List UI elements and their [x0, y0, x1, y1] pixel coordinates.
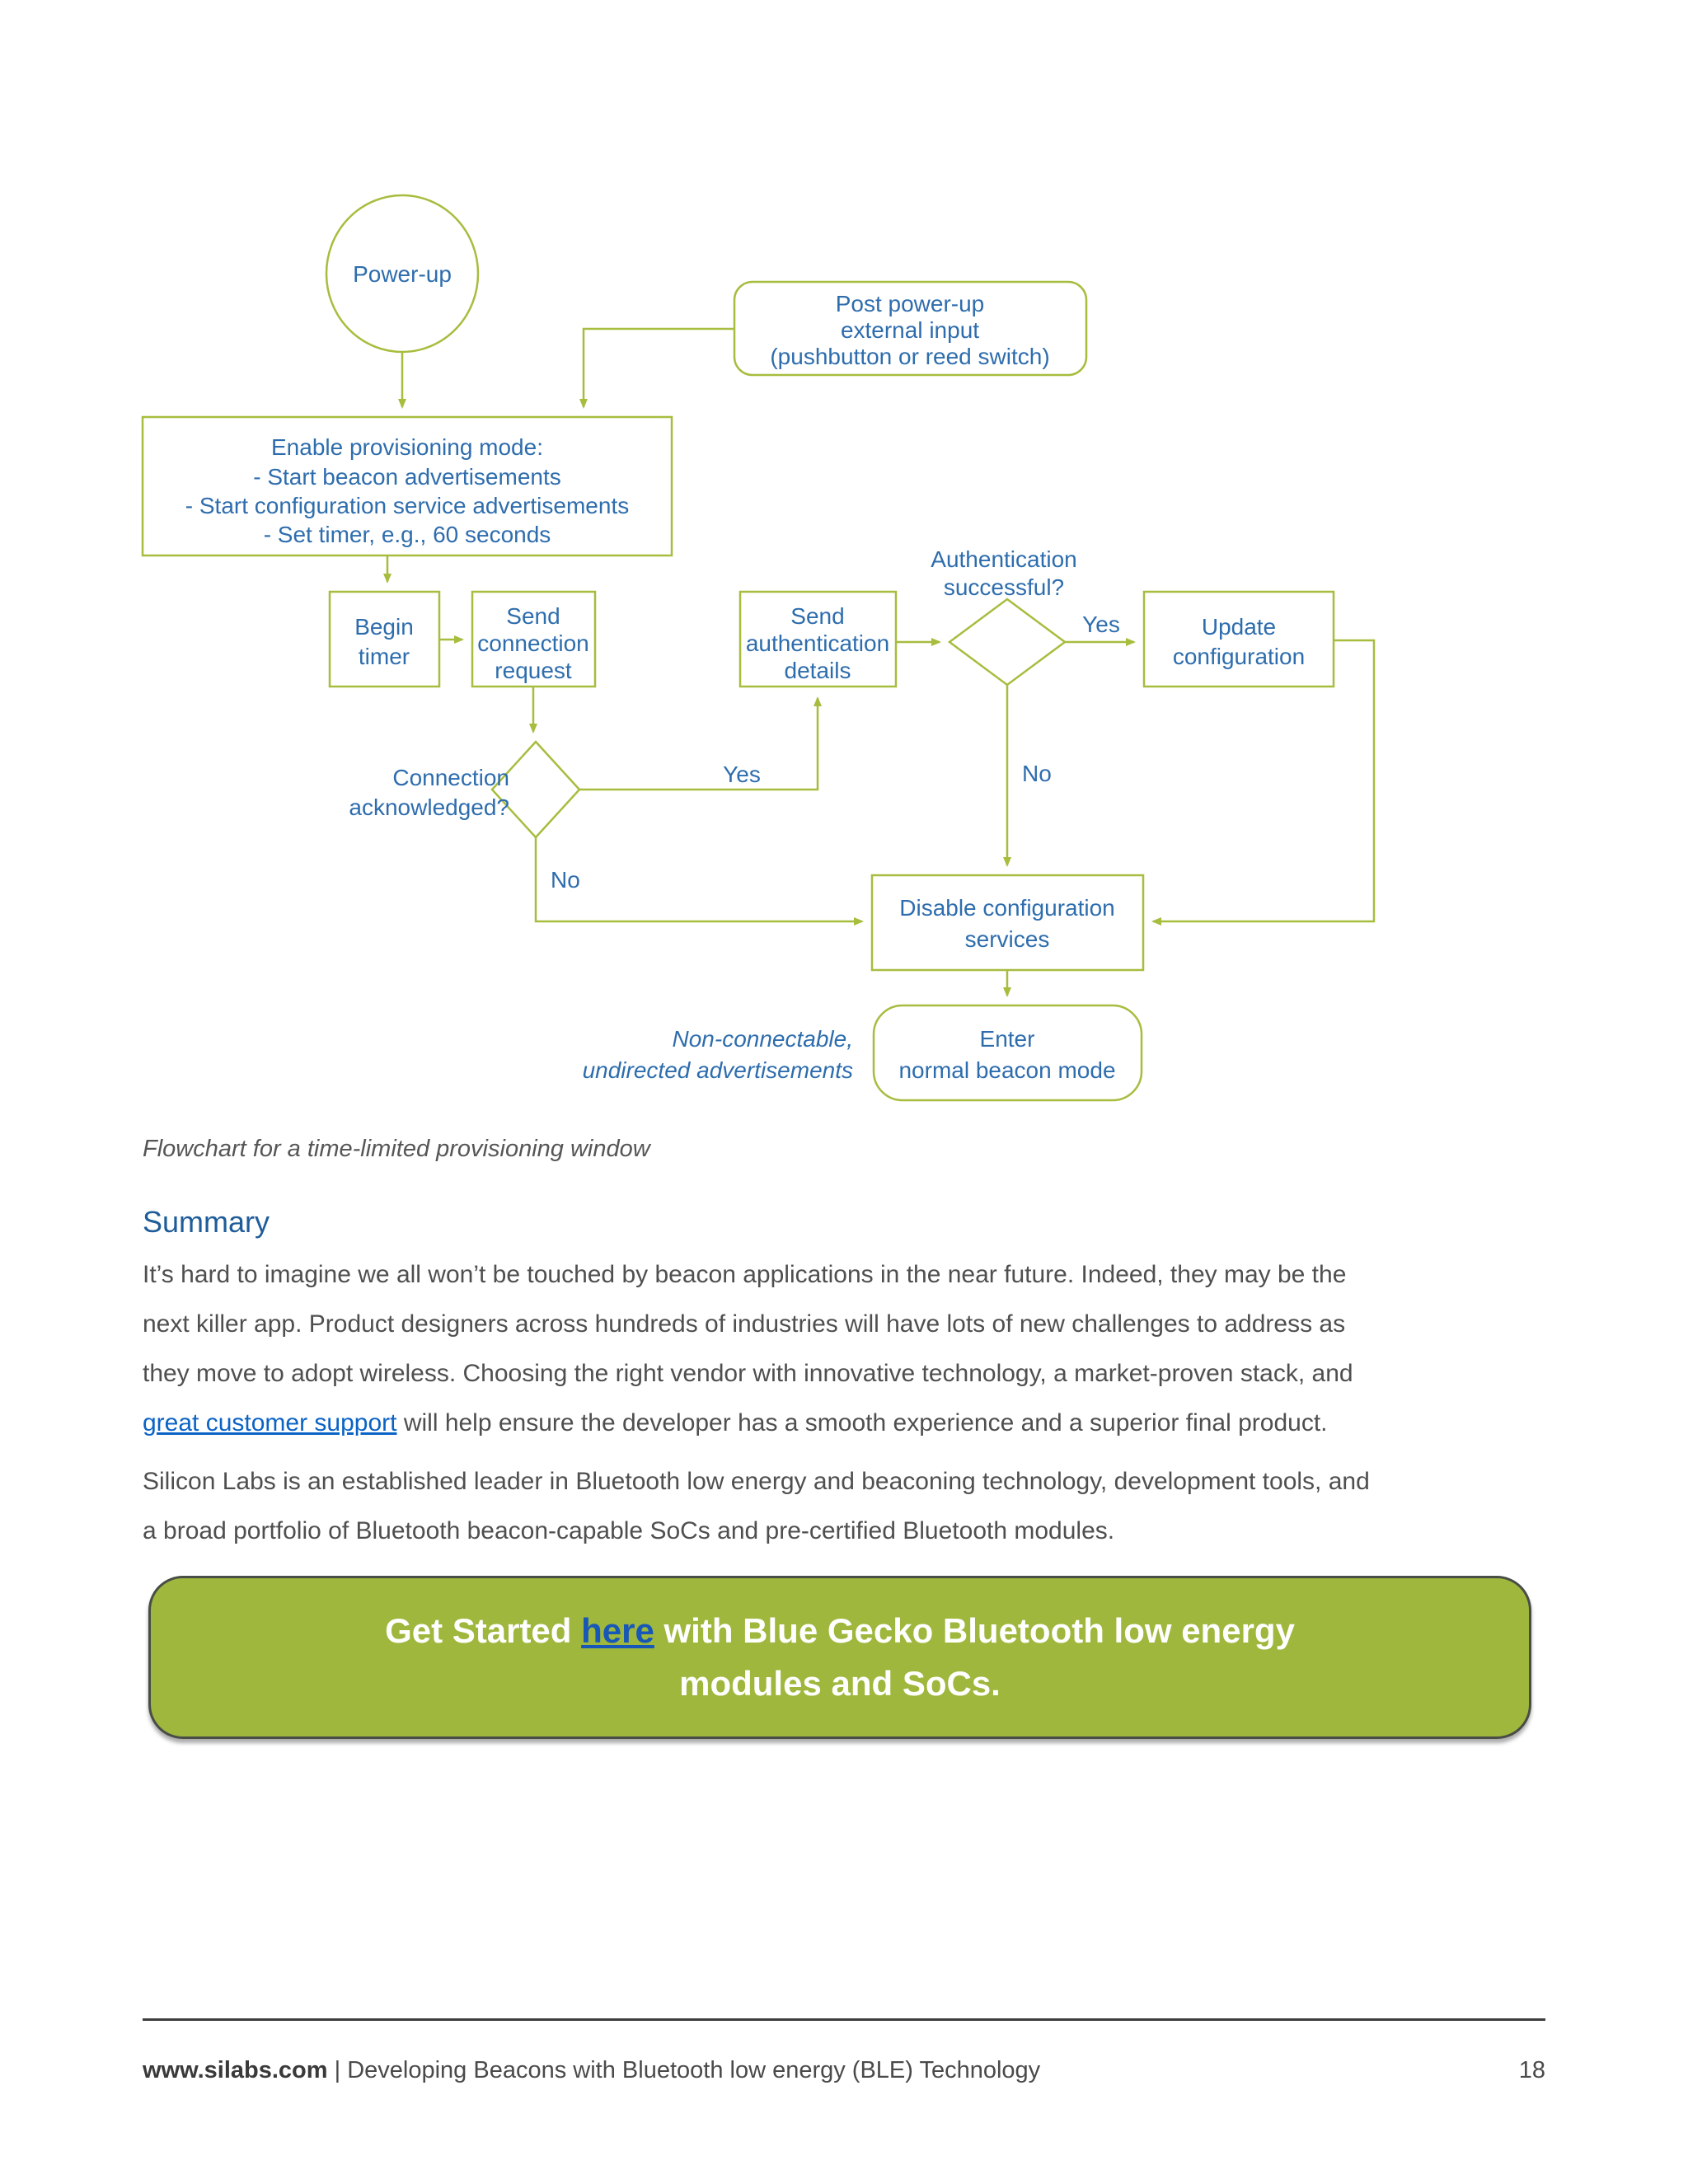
node-enable-line2: - Start beacon advertisements — [253, 464, 561, 490]
edge-conn-no-to-disable — [534, 837, 864, 926]
cta-text: Get Started here with Blue Gecko Bluetoo… — [385, 1605, 1295, 1710]
paragraph-line: they move to adopt wireless. Choosing th… — [143, 1360, 1353, 1387]
node-disable-line1: Disable configuration — [899, 895, 1115, 921]
node-enable-line3: - Start configuration service advertisem… — [185, 493, 629, 518]
node-send-authentication — [738, 590, 898, 688]
node-begin-timer-line1: Begin — [354, 614, 414, 640]
node-enable-provisioning — [141, 415, 673, 557]
footer-divider — [143, 2018, 1545, 2021]
decision-connection-acknowledged — [490, 740, 581, 839]
paragraph-line: a broad portfolio of Bluetooth beacon-ca… — [143, 1517, 1115, 1544]
node-send-connection — [471, 590, 597, 688]
node-post-power-up-line1: Post power-up — [836, 291, 985, 316]
summary-heading: Summary — [143, 1205, 270, 1239]
cta-line1-suffix: with Blue Gecko Bluetooth low energy — [654, 1611, 1295, 1650]
cta-banner: Get Started here with Blue Gecko Bluetoo… — [148, 1576, 1531, 1739]
edge-label-auth-yes: Yes — [1082, 612, 1120, 637]
cta-line1-prefix: Get Started — [385, 1611, 582, 1650]
node-update-line1: Update — [1202, 614, 1276, 640]
annotation-non-connectable-line1: Non-connectable, — [673, 1026, 853, 1052]
get-started-here-link[interactable]: here — [581, 1611, 654, 1650]
node-post-power-up — [733, 280, 1088, 377]
paragraph-line: Silicon Labs is an established leader in… — [143, 1468, 1370, 1495]
node-send-connection-line3: request — [495, 658, 572, 683]
provisioning-flowchart: Power-up Post power-up external input (p… — [141, 194, 1376, 1102]
footer: www.silabs.com | Developing Beacons with… — [143, 2057, 1545, 2084]
footer-site: www.silabs.com — [143, 2057, 328, 2083]
footer-page-number: 18 — [1518, 2057, 1545, 2083]
node-enter-line2: normal beacon mode — [898, 1057, 1115, 1083]
great-customer-support-link[interactable]: great customer support — [143, 1409, 397, 1436]
edge-postpowerup-to-enable — [579, 327, 734, 409]
node-post-power-up-line3: (pushbutton or reed switch) — [770, 344, 1049, 369]
decision-conn-label-line2: acknowledged? — [349, 794, 509, 820]
node-begin-timer — [328, 590, 441, 688]
paragraph-line-rest: will help ensure the developer has a smo… — [396, 1409, 1328, 1436]
node-send-authentication-line1: Send — [790, 603, 844, 629]
node-send-authentication-line2: authentication — [746, 630, 889, 656]
paragraph-line: great customer support will help ensure … — [143, 1399, 1577, 1448]
decision-auth-label-line1: Authentication — [931, 546, 1076, 572]
summary-paragraph-2: Silicon Labs is an established leader in… — [143, 1457, 1577, 1556]
edge-conn-yes-to-sendauth — [579, 696, 822, 791]
node-enable-line4: - Set timer, e.g., 60 seconds — [264, 522, 551, 547]
node-update-configuration — [1142, 590, 1335, 688]
node-send-connection-line2: connection — [477, 630, 588, 656]
footer-doc-title: | Developing Beacons with Bluetooth low … — [327, 2057, 1041, 2083]
paragraph-line: It’s hard to imagine we all won’t be tou… — [143, 1261, 1347, 1288]
node-disable-configuration — [870, 874, 1145, 972]
edge-label-auth-no: No — [1022, 761, 1052, 786]
footer-left: www.silabs.com | Developing Beacons with… — [143, 2057, 1040, 2084]
edge-label-conn-no: No — [551, 867, 580, 893]
node-send-authentication-line3: details — [785, 658, 851, 683]
decision-authentication-successful — [947, 598, 1067, 687]
node-send-connection-line1: Send — [506, 603, 560, 629]
decision-conn-label-line1: Connection — [392, 765, 509, 790]
node-disable-line2: services — [965, 926, 1050, 952]
node-enter-normal-beacon — [872, 1004, 1143, 1102]
edge-update-to-disable — [1151, 639, 1376, 926]
node-enable-line1: Enable provisioning mode: — [271, 434, 543, 460]
annotation-non-connectable-line2: undirected advertisements — [583, 1057, 853, 1083]
node-post-power-up-line2: external input — [841, 317, 979, 343]
figure-caption: Flowchart for a time-limited provisionin… — [143, 1136, 650, 1162]
decision-auth-label-line2: successful? — [944, 574, 1064, 600]
summary-paragraph-1: It’s hard to imagine we all won’t be tou… — [143, 1250, 1577, 1448]
node-power-up-label: Power-up — [353, 261, 452, 287]
node-power-up — [325, 194, 480, 354]
node-enter-line1: Enter — [980, 1026, 1035, 1052]
edge-label-conn-yes: Yes — [723, 762, 761, 787]
node-begin-timer-line2: timer — [359, 644, 410, 669]
paragraph-line: next killer app. Product designers acros… — [143, 1310, 1346, 1338]
node-update-line2: configuration — [1173, 644, 1305, 669]
cta-line2: modules and SoCs. — [679, 1664, 1001, 1703]
